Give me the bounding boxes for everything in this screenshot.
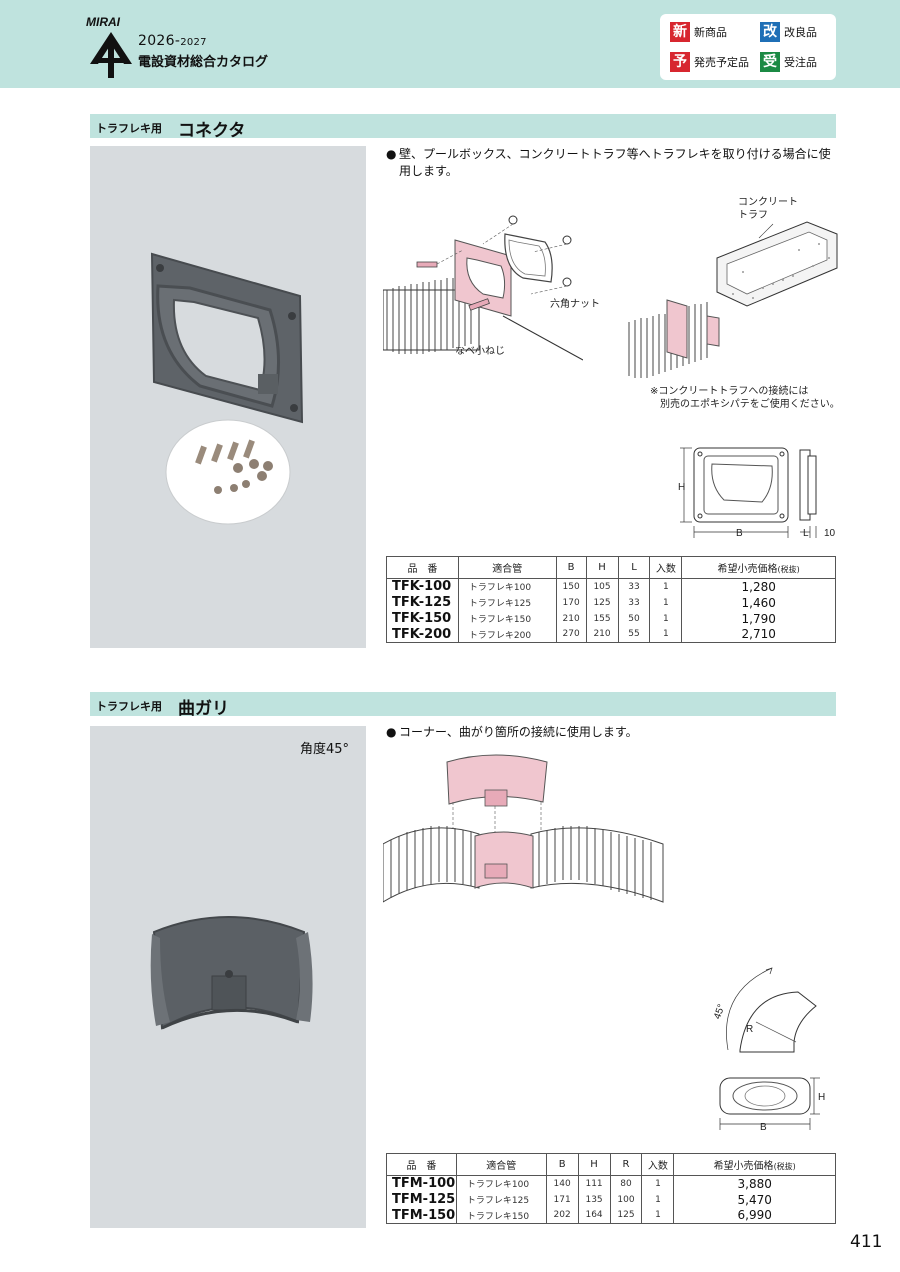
svg-text:MIRAI: MIRAI: [86, 15, 121, 29]
section-connector-header: トラフレキ用 コネクタ: [90, 114, 836, 141]
angle-label: 角度45°: [300, 742, 350, 757]
elbow-product-photo: [90, 726, 366, 1228]
table-row: TFK-100 トラフレキ100 150 105 33 1 1,280: [386, 578, 836, 595]
svg-text:H: H: [818, 1092, 825, 1103]
legend-improved: 改改良品: [760, 22, 817, 42]
section-title: 曲ガリ: [178, 699, 229, 719]
table-row: TFM-150 トラフレキ150 202 164 125 1 6,990: [386, 1207, 836, 1224]
legend-upcoming: 予発売予定品: [670, 52, 749, 72]
table-row: TFK-150 トラフレキ150 210 155 50 1 1,790: [386, 610, 836, 627]
connector-product-photo: [90, 146, 366, 648]
table-row: TFM-100 トラフレキ100 140 111 80 1 3,880: [386, 1175, 836, 1192]
svg-text:10: 10: [824, 528, 836, 539]
section-title: コネクタ: [178, 121, 246, 141]
svg-text:R: R: [746, 1024, 753, 1035]
table-row: TFK-125 トラフレキ125 170 125 33 1 1,460: [386, 594, 836, 611]
elbow-description: ● コーナー、曲がり箇所の接続に使用します。: [386, 725, 638, 739]
mirai-logo-icon: MIRAI: [86, 15, 132, 78]
connector-assembly-diagram: [383, 215, 583, 361]
concrete-trough-diagram: [628, 221, 838, 378]
legend-new: 新新商品: [670, 22, 727, 42]
legend-order: 受受注品: [760, 52, 817, 72]
order-badge-icon: 受: [760, 52, 780, 72]
upcoming-badge-icon: 予: [670, 52, 690, 72]
svg-text:B: B: [760, 1122, 767, 1133]
page-number: 411: [850, 1232, 883, 1252]
elbow-assembly-diagram: [383, 754, 664, 903]
svg-text:45°: 45°: [712, 1003, 728, 1021]
svg-text:B: B: [736, 528, 743, 539]
pan-screw-label: なべ小ねじ: [455, 346, 505, 357]
catalog-title: 電設資材総合カタログ: [138, 55, 269, 70]
trough-label: コンクリート トラフ: [738, 197, 798, 221]
epoxy-note: ※コンクリートトラフへの接続には 別売のエポキシパテをご使用ください。: [650, 386, 840, 410]
section-elbow-header: トラフレキ用 曲ガリ: [90, 692, 836, 719]
connector-dimension-drawing: H B L 10: [678, 447, 836, 539]
catalog-year: 2026-2027: [138, 33, 207, 49]
new-badge-icon: 新: [670, 22, 690, 42]
svg-text:L: L: [803, 528, 809, 539]
elbow-spec-table: 品 番 適合管 B H R 入数 希望小売価格(税抜) TFM-100 トラフレ…: [386, 1153, 836, 1224]
connector-description: ● 壁、プールボックス、コンクリートトラフ等へトラフレキを取り付ける場合に使用し…: [386, 147, 831, 178]
hex-nut-label: 六角ナット: [550, 299, 600, 310]
table-header-row: 品 番 適合管 B H R 入数 希望小売価格(税抜): [386, 1153, 836, 1176]
product-legend: 新新商品 改改良品 予発売予定品 受受注品: [660, 14, 836, 80]
improved-badge-icon: 改: [760, 22, 780, 42]
table-header-row: 品 番 適合管 B H L 入数 希望小売価格(税抜): [386, 556, 836, 579]
table-row: TFK-200 トラフレキ200 270 210 55 1 2,710: [386, 626, 836, 643]
page-header: MIRAI 2026-2027 電設資材総合カタログ 新新商品 改改良品 予発売…: [0, 0, 900, 88]
svg-text:H: H: [678, 482, 685, 493]
connector-spec-table: 品 番 適合管 B H L 入数 希望小売価格(税抜) TFK-100 トラフレ…: [386, 556, 836, 643]
elbow-dimension-drawing: 45° R H B: [712, 967, 825, 1133]
table-row: TFM-125 トラフレキ125 171 135 100 1 5,470: [386, 1191, 836, 1208]
